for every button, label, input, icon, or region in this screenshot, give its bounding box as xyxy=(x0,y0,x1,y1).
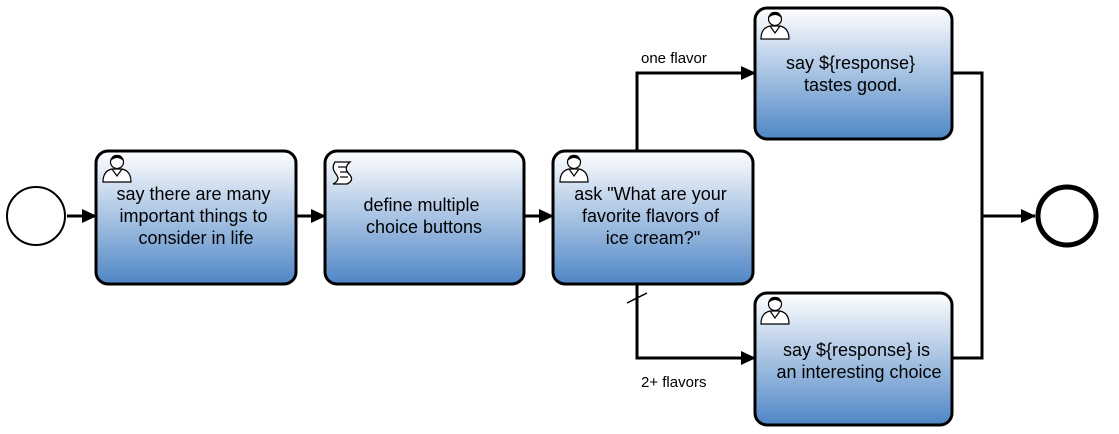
task-say-many[interactable]: say there are many important things to c… xyxy=(94,149,298,286)
task-define-buttons[interactable]: define multiple choice buttons xyxy=(323,149,526,286)
task-label: say there are many important things to c… xyxy=(116,184,275,248)
task-label-line: tastes good. xyxy=(804,75,902,95)
task-label-line: define multiple xyxy=(363,195,479,215)
task-label-line: ask "What are your xyxy=(574,184,726,204)
task-label-line: say there are many xyxy=(116,184,270,204)
sequence-flows xyxy=(67,66,1036,365)
task-box xyxy=(753,291,954,427)
task-label: define multiple choice buttons xyxy=(363,195,484,237)
end-event[interactable] xyxy=(1035,184,1099,248)
default-flow-marker xyxy=(626,292,648,304)
task-label-line: consider in life xyxy=(138,228,253,248)
start-event[interactable] xyxy=(6,186,66,246)
task-say-interesting[interactable]: say ${response} is an interesting choice xyxy=(753,291,954,427)
task-label-line: important things to xyxy=(119,206,267,226)
task-label-line: favorite flavors of xyxy=(582,206,720,226)
flow-label-two-plus-flavors: 2+ flavors xyxy=(641,374,706,391)
task-box xyxy=(753,6,954,141)
flow-one-flavor[interactable] xyxy=(635,66,756,151)
task-label: say ${response} is an interesting choice xyxy=(776,340,941,382)
task-label-line: say ${response} is xyxy=(783,340,930,360)
flow-label-one-flavor: one flavor xyxy=(641,50,707,67)
task-label: ask "What are your favorite flavors of i… xyxy=(574,184,731,248)
task-label-line: ice cream?" xyxy=(606,228,700,248)
flow-interesting-to-merge[interactable] xyxy=(952,216,984,360)
task-say-tastes-good[interactable]: say ${response} tastes good. xyxy=(753,6,954,141)
flow-tastes-good-to-merge[interactable] xyxy=(952,71,984,216)
task-box xyxy=(94,149,298,286)
script-icon xyxy=(332,161,353,185)
task-label-line: an interesting choice xyxy=(776,362,941,382)
task-label: say ${response} tastes good. xyxy=(786,53,920,95)
task-box xyxy=(551,149,755,286)
flow-two-plus-flavors[interactable] xyxy=(635,284,756,365)
task-label-line: choice buttons xyxy=(366,217,482,237)
task-label-line: say ${response} xyxy=(786,53,915,73)
task-ask-flavors[interactable]: ask "What are your favorite flavors of i… xyxy=(551,149,755,286)
task-box xyxy=(323,149,526,286)
